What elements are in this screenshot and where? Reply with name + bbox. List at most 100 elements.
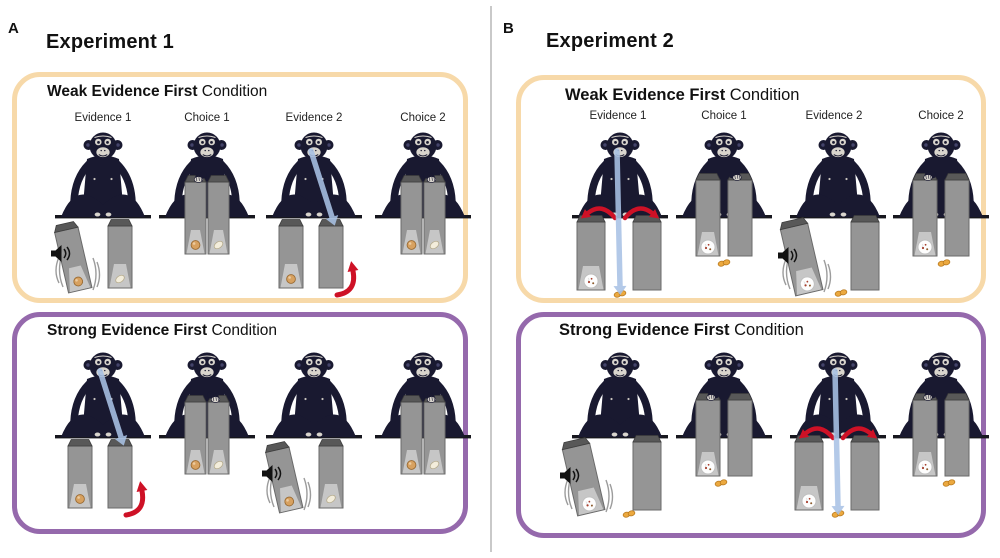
pointing-hand [207, 391, 221, 403]
condition-title-rest: Condition [207, 322, 278, 339]
left-container-box [67, 439, 93, 509]
pointing-hand [728, 171, 742, 181]
condition-title: Strong Evidence First Condition [559, 321, 804, 339]
panel-a-label: A [8, 20, 19, 37]
speaker-icon [262, 465, 282, 482]
panel-b-label: B [503, 20, 514, 37]
exp1-strong-evidence-first-box: Strong Evidence First Condition [12, 312, 471, 534]
condition-title-rest: Condition [725, 86, 800, 104]
condition-title-rest: Condition [729, 321, 804, 339]
chimpanzee [899, 132, 983, 218]
shake-lines [782, 253, 832, 293]
gaze-arrow [308, 148, 339, 226]
chimpanzee [899, 352, 983, 438]
chimpanzee [381, 132, 465, 218]
left-container-box [400, 395, 423, 475]
right-container-box [318, 219, 344, 289]
pointing-hand [423, 171, 437, 183]
ground-peanut [834, 289, 848, 297]
chimpanzee [381, 352, 465, 438]
chimpanzee [165, 132, 249, 218]
left-container-box [695, 393, 721, 477]
exp1-weak-evidence-first-box: Weak Evidence First Condition Evidence 1… [12, 72, 471, 303]
column-label-evidence-2: Evidence 2 [285, 112, 343, 124]
gaze-arrow-head [325, 215, 339, 226]
condition-title: Weak Evidence First Condition [565, 86, 800, 104]
peanut-shell-item [429, 240, 440, 250]
trial-scene-3-evidence [783, 342, 893, 522]
condition-title: Weak Evidence First Condition [47, 83, 267, 100]
chimpanzee [61, 352, 145, 438]
wrapped-food-item [801, 493, 817, 509]
peanut-item [73, 276, 84, 287]
pointing-hand [923, 391, 937, 401]
flip-arrow [123, 481, 148, 518]
gaze-arrow-head [831, 505, 845, 515]
left-container-box [794, 435, 824, 511]
wrapped-food-item [581, 496, 597, 512]
column-label-evidence-1: Evidence 1 [589, 110, 647, 122]
condition-title-bold: Strong Evidence First [47, 322, 208, 339]
chimpanzee [796, 132, 880, 218]
trial-scene-3-evidence [259, 342, 369, 522]
left-container-box [695, 173, 721, 257]
column-label-choice-2: Choice 2 [918, 110, 964, 122]
gaze-arrow-head [114, 435, 128, 446]
right-container-box [423, 175, 446, 255]
exp2-strong-evidence-first-box: Strong Evidence First Condition [516, 312, 989, 538]
right-container-box [107, 219, 133, 289]
column-label-choice-1: Choice 1 [184, 112, 230, 124]
condition-title-bold: Strong Evidence First [559, 321, 730, 339]
condition-title-bold: Weak Evidence First [47, 83, 198, 100]
pointing-hand [923, 171, 937, 181]
peanut-item [190, 240, 201, 250]
trial-scene-1-evidence [48, 122, 158, 302]
column-label-evidence-1: Evidence 1 [74, 112, 132, 124]
flip-arrow-head [136, 481, 148, 493]
right-container-box [944, 393, 970, 477]
right-container-box [207, 175, 230, 255]
speaker-icon [560, 467, 580, 484]
speaker-icon [778, 247, 798, 264]
shake-lines [564, 473, 614, 513]
pointing-hand [706, 391, 720, 401]
condition-title: Strong Evidence First Condition [47, 322, 277, 339]
right-container-box [632, 215, 662, 291]
peanut-item [284, 496, 295, 507]
right-container-box [850, 215, 880, 291]
lift-arrows [798, 426, 878, 441]
right-container-box [107, 439, 133, 509]
right-container-box [944, 173, 970, 257]
pointing-hand [423, 391, 437, 403]
trial-scene-4-choice [886, 342, 996, 522]
wrapped-food-item [700, 239, 716, 255]
ground-peanut [622, 510, 636, 518]
trial-scene-2-choice [152, 122, 262, 302]
chimpanzee [682, 352, 766, 438]
peanut-shell-item [429, 460, 440, 470]
peanut-shell-item [115, 274, 125, 284]
left-container-box [912, 393, 938, 477]
trial-scene-1-evidence [565, 122, 675, 302]
right-container-box [727, 393, 753, 477]
trial-scene-2-choice [152, 342, 262, 522]
chimpanzee [272, 132, 356, 218]
ground-peanut [717, 259, 731, 267]
trial-scene-4-choice [368, 342, 478, 522]
right-container-box [850, 435, 880, 511]
chimpanzee [682, 132, 766, 218]
left-container-box [278, 219, 304, 289]
trial-scene-3-evidence [259, 122, 369, 302]
wrapped-food-item [583, 273, 599, 289]
peanut-shell-item [213, 240, 224, 250]
chimpanzee [165, 352, 249, 438]
right-container-box [318, 439, 344, 509]
lift-arrows [580, 206, 660, 221]
chimpanzee [578, 352, 662, 438]
peanut-shell-item [326, 494, 336, 504]
wrapped-food-item [700, 459, 716, 475]
experiment-1-title: Experiment 1 [46, 31, 175, 53]
shake-lines [55, 251, 101, 291]
peanut-shell-item [213, 460, 224, 470]
